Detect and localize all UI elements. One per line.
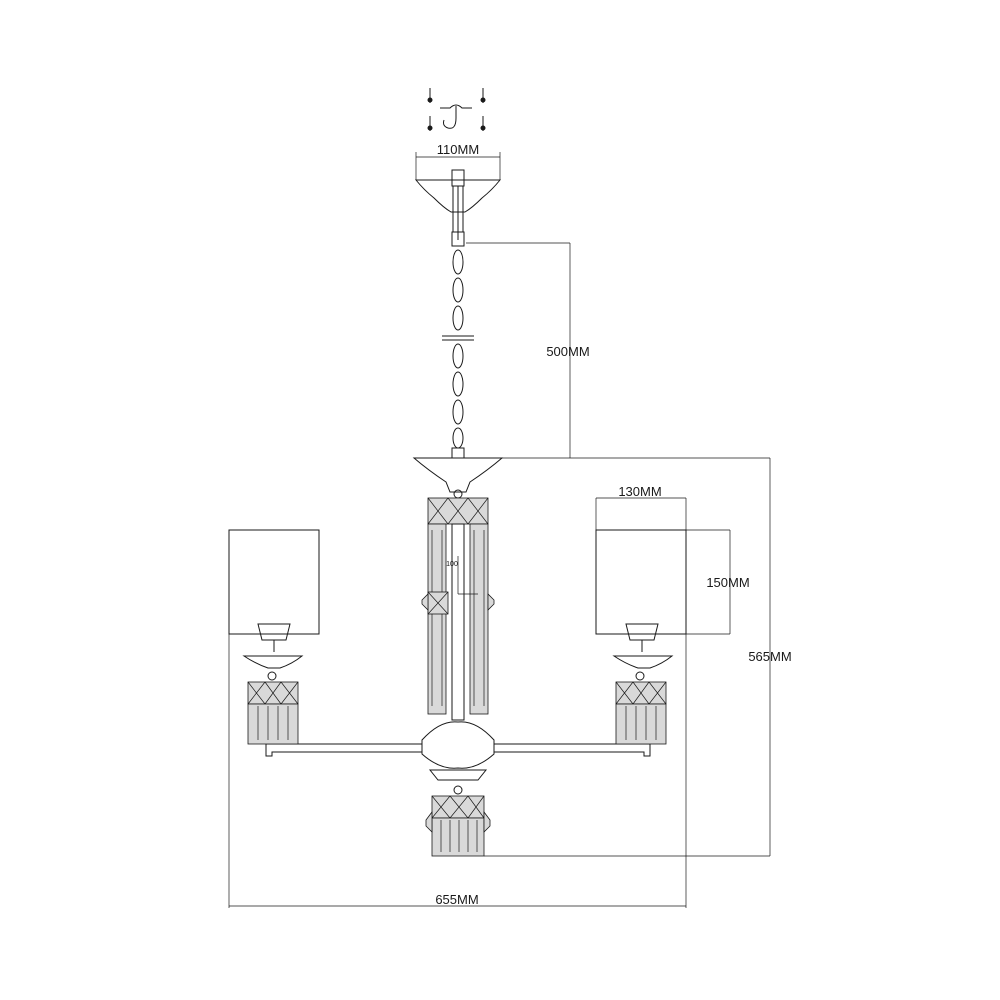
mounting-hardware xyxy=(427,88,486,131)
screw-icon xyxy=(480,116,486,131)
shade-height-dimension xyxy=(686,529,731,635)
left-crystal-cluster xyxy=(247,681,299,745)
right-lampshade xyxy=(595,529,687,681)
shade-width-dimension xyxy=(595,497,687,530)
shade-height-label: 150MM xyxy=(706,575,749,590)
left-lampshade xyxy=(228,529,320,681)
chain-length-label: 500MM xyxy=(546,344,589,359)
overall-height-label: 565MM xyxy=(748,649,791,664)
overall-height-dimension xyxy=(484,457,771,857)
chain-length-dimension xyxy=(466,242,571,458)
screw-icon xyxy=(480,88,486,103)
screw-icon xyxy=(427,88,433,103)
shade-width-label: 130MM xyxy=(618,484,661,499)
stem-detail-label: 100 xyxy=(446,561,458,568)
right-crystal-cluster xyxy=(615,681,667,745)
chain xyxy=(442,249,474,459)
hook-icon xyxy=(440,104,472,129)
canopy-width-label: 110MM xyxy=(437,142,479,157)
screw-icon xyxy=(427,116,433,131)
overall-width-dimension xyxy=(228,634,687,908)
bottom-crystal-cluster xyxy=(425,795,491,857)
canopy xyxy=(414,152,502,247)
central-column xyxy=(412,457,504,795)
overall-width-label: 655MM xyxy=(435,892,478,907)
